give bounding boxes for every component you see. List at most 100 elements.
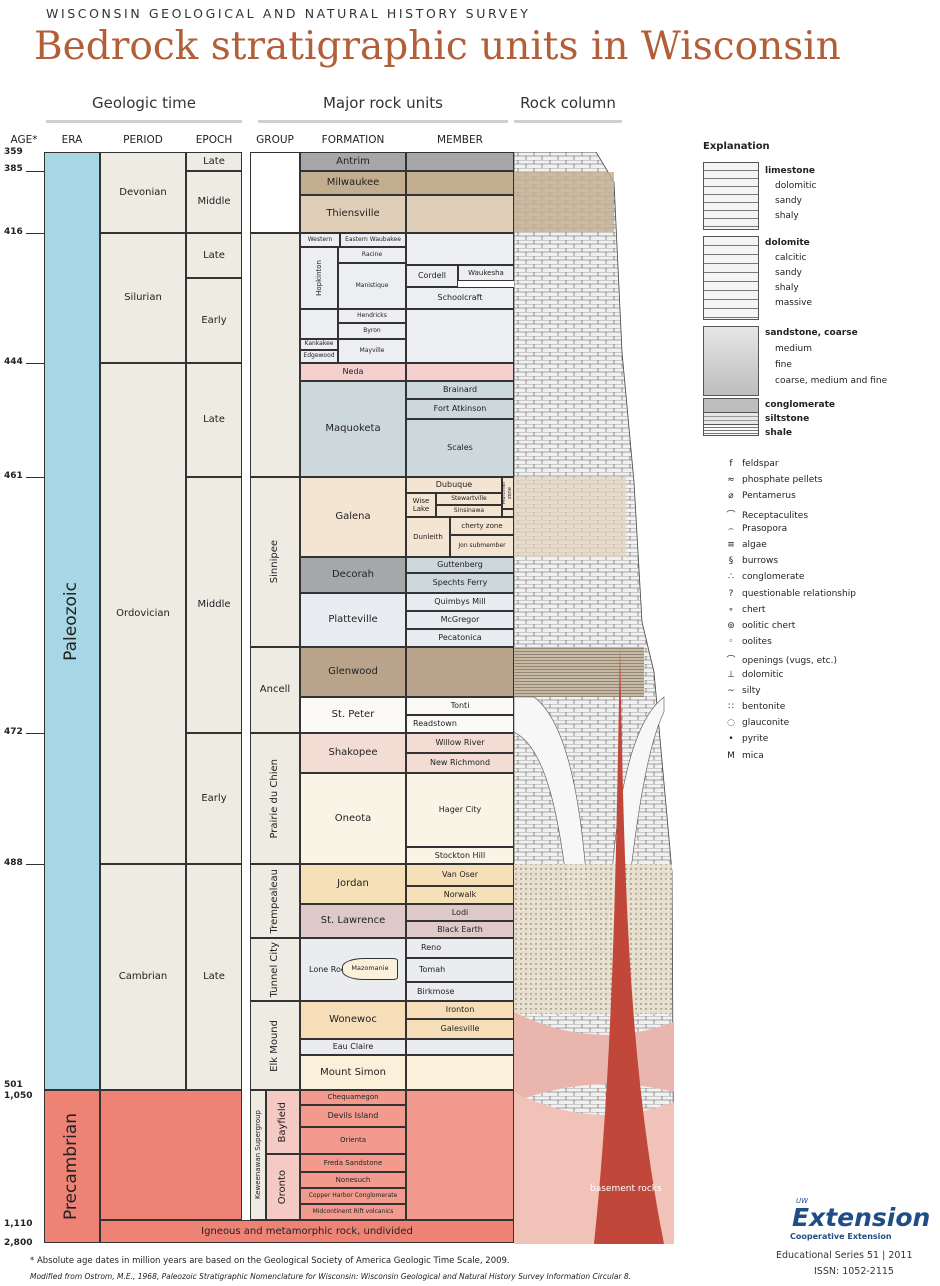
lith-sub: shaly <box>775 211 799 221</box>
basement-rocks-label: basement rocks <box>590 1184 662 1194</box>
member-stewartville: Stewartville <box>436 493 502 505</box>
formation-eastern: Eastern Waubakee <box>340 233 406 247</box>
symbol-glyph-icon: ⌢ <box>720 524 742 534</box>
member-dubuque: Dubuque <box>406 477 502 493</box>
member-schoolcraft: Schoolcraft <box>406 287 514 309</box>
symbol-label: oolites <box>742 637 772 647</box>
symbol-label: dolomitic <box>742 670 783 680</box>
formation-byron: Byron <box>338 323 406 339</box>
symbol-item: ∴conglomerate <box>720 572 804 582</box>
formation-nonesuch: Nonesuch <box>300 1172 406 1188</box>
epoch-late: Late <box>186 233 242 278</box>
member-lodi: Lodi <box>406 904 514 921</box>
formation-neda: Neda <box>300 363 406 381</box>
member-tomah: Tomah <box>406 958 514 982</box>
epoch-middle: Middle <box>186 171 242 233</box>
col-header-era: ERA <box>44 134 100 146</box>
lith-sub: massive <box>775 298 812 308</box>
member-sinsinawa: Sinsinawa <box>436 505 502 517</box>
epoch-early: Early <box>186 733 242 864</box>
group-sinnipee: Sinnipee <box>250 477 300 647</box>
period-cambrian: Cambrian <box>100 864 186 1090</box>
member-fort-atkinson: Fort Atkinson <box>406 399 514 419</box>
age-label: 488 <box>4 858 23 868</box>
symbol-item: ◌glauconite <box>720 718 789 728</box>
group-prairie-du-chien: Prairie du Chien <box>250 733 300 864</box>
group-keweenawan: Keweenawan Supergroup <box>250 1090 266 1220</box>
symbol-glyph-icon: • <box>720 734 742 744</box>
formation-thiensville: Thiensville <box>300 195 406 233</box>
symbol-item: ≈phosphate pellets <box>720 475 822 485</box>
epoch-middle: Middle <box>186 477 242 733</box>
logo-extension: Extension <box>792 1203 930 1232</box>
col-header-epoch: EPOCH <box>186 134 242 146</box>
symbol-label: openings (vugs, etc.) <box>742 656 837 666</box>
symbol-glyph-icon: ⊚ <box>720 621 742 631</box>
member-waukesha: Waukesha <box>458 265 514 281</box>
member-blank <box>406 363 514 381</box>
member-blank <box>406 1039 514 1055</box>
symbol-label: glauconite <box>742 718 789 728</box>
formation-igneous: Igneous and metamorphic rock, undivided <box>100 1220 514 1243</box>
symbol-glyph-icon: ⌒ <box>720 508 742 521</box>
formation-kankakee: Kankakee <box>300 339 338 350</box>
symbol-label: silty <box>742 686 761 696</box>
age-tick <box>26 171 44 172</box>
formation-racine: Racine <box>338 247 406 263</box>
symbol-item: ~silty <box>720 686 761 696</box>
formation-eau-claire: Eau Claire <box>300 1039 406 1055</box>
member-scales: Scales <box>406 419 514 477</box>
member-blank <box>406 1090 514 1220</box>
symbol-item: ∘chert <box>720 605 765 615</box>
member-spechts-ferry: Spechts Ferry <box>406 573 514 593</box>
member-jon: Jon submember <box>450 535 514 557</box>
symbol-item: ◦oolites <box>720 637 772 647</box>
age-label: 1,110 <box>4 1219 32 1229</box>
member-black-earth: Black Earth <box>406 921 514 938</box>
symbol-glyph-icon: ≈ <box>720 475 742 485</box>
lith-sub: shaly <box>775 283 799 293</box>
formation-mount-simon: Mount Simon <box>300 1055 406 1090</box>
member-cherty: cherty zone <box>450 517 514 535</box>
col-header-group: GROUP <box>250 134 300 146</box>
age-tick <box>26 233 44 234</box>
symbol-label: chert <box>742 605 765 615</box>
age-label: 2,800 <box>4 1238 32 1248</box>
citation: Modified from Ostrom, M.E., 1968, Paleoz… <box>30 1272 631 1281</box>
symbol-item: ?questionable relationship <box>720 589 856 599</box>
age-label: 385 <box>4 164 23 174</box>
formation-shakopee: Shakopee <box>300 733 406 773</box>
symbol-item: ⌒openings (vugs, etc.) <box>720 653 837 666</box>
symbol-label: pyrite <box>742 734 768 744</box>
col-header-period: PERIOD <box>100 134 186 146</box>
symbol-glyph-icon: M <box>720 751 742 761</box>
col-header-member: MEMBER <box>406 134 514 146</box>
symbol-item: ⊚oolitic chert <box>720 621 795 631</box>
symbol-glyph-icon: ∷ <box>720 702 742 712</box>
symbol-glyph-icon: ≡ <box>720 540 742 550</box>
formation-manistique: Manistique <box>338 263 406 309</box>
formation-decorah: Decorah <box>300 557 406 593</box>
symbol-label: algae <box>742 540 767 550</box>
period-ordovician: Ordovician <box>100 363 186 864</box>
agency-name: WISCONSIN GEOLOGICAL AND NATURAL HISTORY… <box>46 6 530 21</box>
period-devonian: Devonian <box>100 152 186 233</box>
symbol-item: ⊥dolomitic <box>720 670 783 680</box>
lith-sub: sandy <box>775 268 802 278</box>
member-pecatonica: Pecatonica <box>406 629 514 647</box>
formation-edgewood: Edgewood <box>300 350 338 363</box>
symbol-glyph-icon: ? <box>720 589 742 599</box>
age-tick <box>26 864 44 865</box>
member-van-oser: Van Oser <box>406 864 514 886</box>
symbol-glyph-icon: ∘ <box>720 605 742 615</box>
explanation-title: Explanation <box>703 141 770 152</box>
member-mortimer: Mortimer zone <box>502 477 514 509</box>
symbol-item: ≡algae <box>720 540 767 550</box>
formation-st-peter: St. Peter <box>300 697 406 733</box>
footnote: * Absolute age dates in million years ar… <box>30 1256 510 1266</box>
age-label: 359 <box>4 147 23 157</box>
issn-label: ISSN: 1052-2115 <box>814 1266 894 1277</box>
rock-column <box>514 152 674 1244</box>
symbol-label: oolitic chert <box>742 621 795 631</box>
formation-mayville: Mayville <box>338 339 406 363</box>
